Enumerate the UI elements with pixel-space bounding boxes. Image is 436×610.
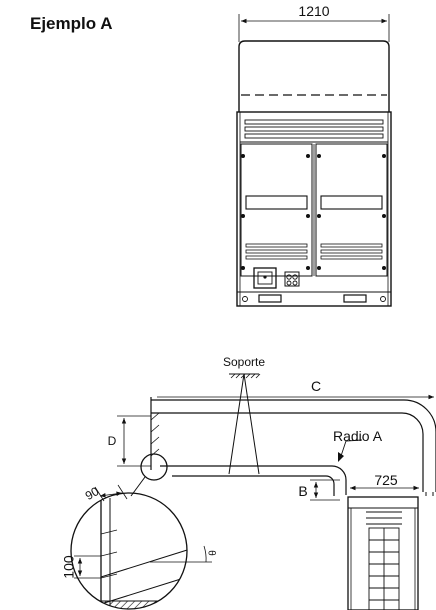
support-label: Soporte xyxy=(223,355,265,369)
dimension-c-label: C xyxy=(311,378,321,394)
unit-side-body xyxy=(347,496,419,610)
detail-circle xyxy=(70,492,188,610)
pipe-lower-run xyxy=(160,465,347,495)
radius-label: Radio A xyxy=(333,428,383,444)
angle-theta-label: θ xyxy=(208,550,219,556)
dimension-d-label: D xyxy=(108,434,117,448)
support-rod-left xyxy=(228,373,245,475)
unit-side-grille xyxy=(366,511,402,610)
slope-line-lower xyxy=(100,572,187,605)
detail-marker-circle xyxy=(140,453,168,481)
width-dimension-label: 1210 xyxy=(298,3,329,19)
dimension-90-line xyxy=(99,491,123,498)
dimension-725-label: 725 xyxy=(374,472,398,488)
radius-leader xyxy=(339,439,363,460)
diagram-title: Ejemplo A xyxy=(30,14,113,33)
front-view-unit xyxy=(236,14,392,307)
support-rod-right xyxy=(243,373,260,475)
angle-theta-arc xyxy=(203,545,207,563)
dimension-90-label: 90 xyxy=(83,484,102,503)
slope-line-upper xyxy=(100,545,187,578)
dimension-100-label: 100 xyxy=(61,555,77,579)
detail-view xyxy=(70,484,212,610)
side-view xyxy=(117,373,436,610)
dimension-b-label: B xyxy=(298,483,307,499)
front-view-bolts xyxy=(241,154,386,279)
